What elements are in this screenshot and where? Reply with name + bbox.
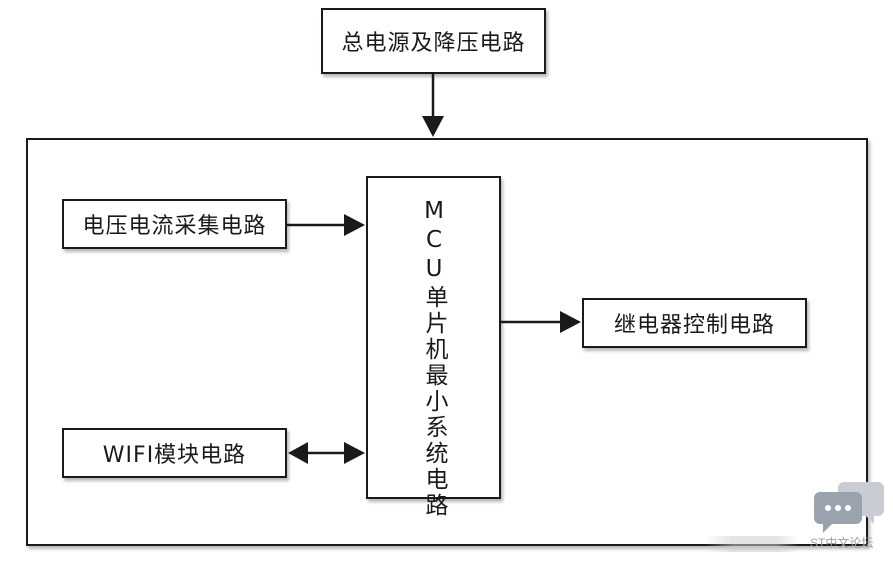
system-frame xyxy=(26,138,868,546)
watermark: ST中文论坛 xyxy=(800,478,890,558)
watermark-smudge xyxy=(705,536,800,552)
chat-bubble-icon xyxy=(814,482,884,533)
arrow-power-to-frame xyxy=(422,74,444,137)
mcu-box: MCU单片机最小系统电路 xyxy=(366,176,501,519)
wifi-module-box: WIFI模块电路 xyxy=(62,428,287,478)
mcu-label: MCU单片机最小系统电路 xyxy=(421,198,447,519)
voltage-current-sampling-box: 电压电流采集电路 xyxy=(62,199,287,249)
relay-control-box: 继电器控制电路 xyxy=(582,298,807,348)
relay-control-label: 继电器控制电路 xyxy=(613,313,775,338)
power-supply-label: 总电源及降压电路 xyxy=(341,31,526,56)
power-supply-box: 总电源及降压电路 xyxy=(321,8,546,74)
voltage-current-sampling-label: 电压电流采集电路 xyxy=(82,214,267,239)
watermark-text: ST中文论坛 xyxy=(810,536,874,550)
wifi-module-label: WIFI模块电路 xyxy=(102,443,247,468)
